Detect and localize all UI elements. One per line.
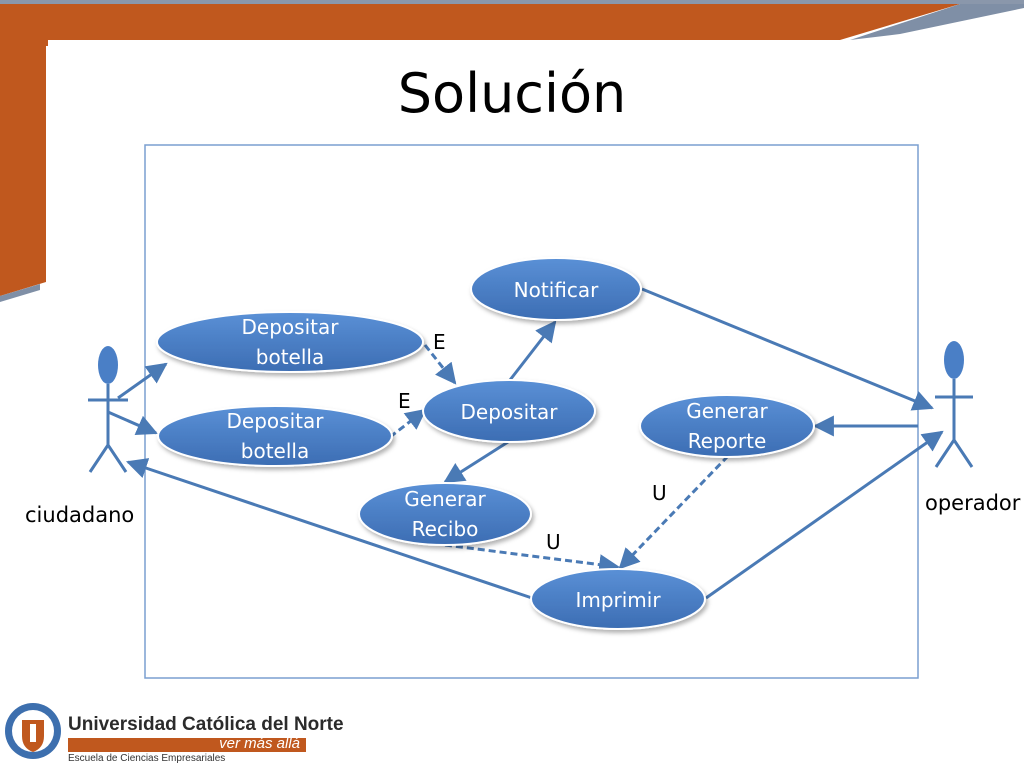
assoc-ciudadano-depositar-botella-1: [117, 362, 168, 400]
actor-operador-icon: [934, 341, 974, 468]
top-right-gray-band: [850, 4, 1024, 40]
tagline-bar: ver más allá: [68, 735, 306, 752]
use-recibo-imprimir: [444, 543, 621, 576]
use-case-generar-reporte: Generar Reporte: [639, 394, 815, 458]
extend-label-1: E: [433, 330, 446, 354]
extend-botella1-depositar: [423, 344, 457, 385]
use-case-imprimir: Imprimir: [530, 568, 706, 630]
university-name: Universidad Católica del Norte: [68, 714, 344, 735]
use-case-label: Imprimir: [575, 588, 661, 612]
use-case-notificar: Notificar: [470, 257, 642, 321]
assoc-imprimir-ciudadano: [126, 458, 533, 600]
assoc-depositar-notificar: [508, 320, 557, 381]
use-label-2: U: [546, 530, 561, 554]
actor-operador-label: operador: [925, 491, 1021, 515]
assoc-depositar-generar-recibo: [443, 440, 509, 484]
top-orange-band: [0, 4, 960, 46]
use-case-generar-recibo: Generar Recibo: [358, 482, 532, 546]
use-case-depositar: Depositar: [422, 379, 596, 443]
assoc-imprimir-operador: [705, 430, 944, 600]
use-case-depositar-botella-2: Depositar botella: [157, 405, 393, 467]
university-seal-icon: [5, 703, 61, 759]
extend-botella2-depositar: [389, 408, 427, 439]
top-gray-band: [0, 0, 1024, 4]
left-gray-band: [0, 284, 40, 302]
tagline-text: ver más allá: [219, 735, 300, 752]
use-case-label: Depositar: [461, 400, 559, 424]
use-case-label-line1: Depositar: [242, 315, 340, 339]
use-case-label: Notificar: [514, 278, 599, 302]
use-label-1: U: [652, 481, 667, 505]
associations: [107, 287, 944, 600]
slide-title: Solución: [397, 62, 627, 125]
assoc-ciudadano-depositar-botella-2: [107, 410, 158, 436]
dashed-relations: [389, 344, 730, 576]
assoc-notificar-operador: [641, 287, 934, 411]
use-case-label-line1: Generar: [686, 399, 768, 423]
use-case-label-line2: Reporte: [688, 429, 767, 453]
use-case-label-line2: botella: [256, 345, 324, 369]
use-case-label-line1: Generar: [404, 487, 486, 511]
left-orange-band: [0, 4, 46, 296]
school-name: Escuela de Ciencias Empresariales: [68, 753, 226, 764]
actor-ciudadano-icon: [88, 346, 128, 473]
use-case-label-line2: botella: [241, 439, 309, 463]
extend-label-2: E: [398, 389, 411, 413]
use-reporte-imprimir: [618, 454, 730, 570]
use-case-label-line1: Depositar: [227, 409, 325, 433]
actor-ciudadano-label: ciudadano: [25, 503, 134, 527]
use-case-depositar-botella-1: Depositar botella: [156, 311, 424, 373]
use-case-label-line2: Recibo: [412, 517, 479, 541]
